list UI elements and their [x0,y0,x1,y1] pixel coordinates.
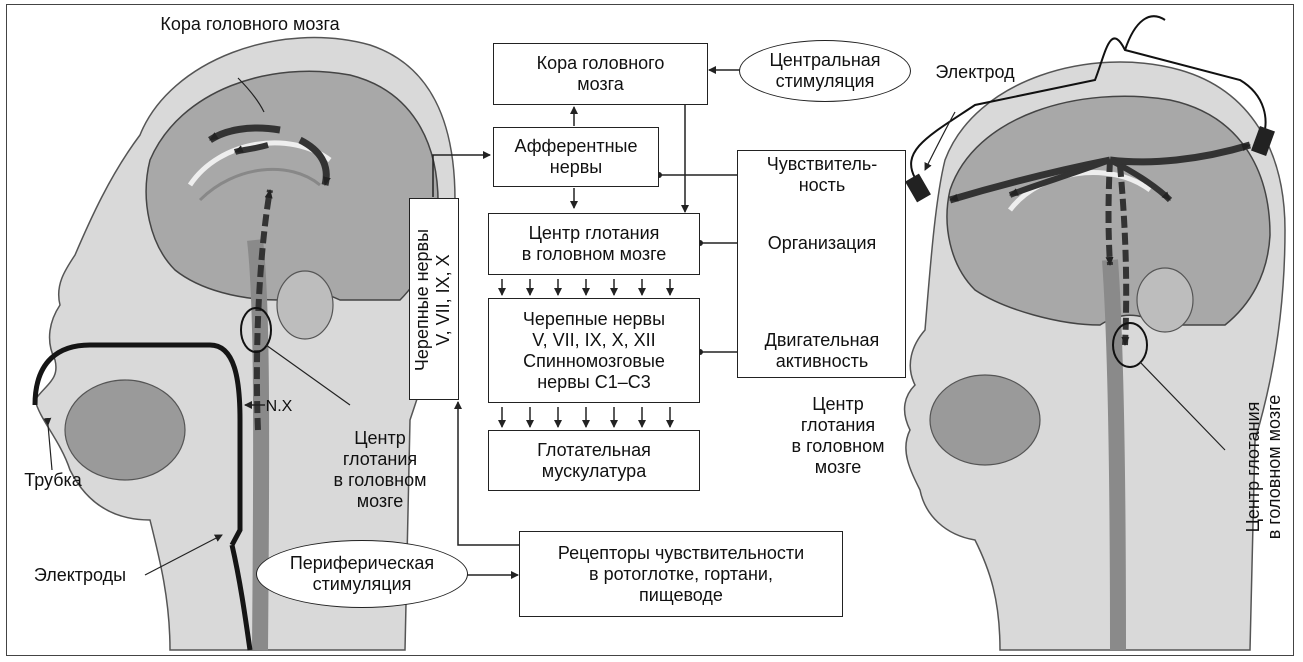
cranial-nerves-box: Черепные нервы V, VII, IX, X, XII Спинно… [488,298,700,403]
swallowing-center-label-left: Центр глотания в головном мозге [320,428,440,512]
left-tongue [65,380,185,480]
motor-activity-label: Двигательная активность [742,330,902,372]
cortex-label-left: Кора головного мозга [120,14,380,35]
right-brainstem [1110,260,1118,650]
cortex-box: Кора головного мозга [493,43,708,105]
right-head-illustration [905,16,1285,650]
sensitivity-label: Чувствитель- ность [742,154,902,196]
left-cerebellum [277,271,333,339]
swallowing-center-label-right-vertical: Центр глотания в головном мозге [1243,367,1287,567]
electrode-label: Электрод [910,62,1040,83]
right-cerebellum [1137,268,1193,332]
afferent-nerves-box: Афферентные нервы [493,127,659,187]
peripheral-stimulation-ellipse: Периферическая стимуляция [256,540,468,608]
receptors-box: Рецепторы чувствительности в ротоглотке,… [519,531,843,617]
right-tongue [930,375,1040,465]
electrode-left [905,174,931,203]
tube-label: Трубка [8,470,98,491]
nx-label: N.X [259,396,299,417]
swallowing-muscles-box: Глотательная мускулатура [488,430,700,491]
electrodes-label: Электроды [20,565,140,586]
central-stimulation-ellipse: Центральная стимуляция [739,40,911,102]
organization-label: Организация [742,233,902,254]
swallowing-center-label-mid: Центр глотания в головном мозге [778,394,898,478]
swallowing-center-box: Центр глотания в головном мозге [488,213,700,275]
cranial-nerves-vertical-label: Черепные нервы V, VII, IX, X [412,200,456,400]
